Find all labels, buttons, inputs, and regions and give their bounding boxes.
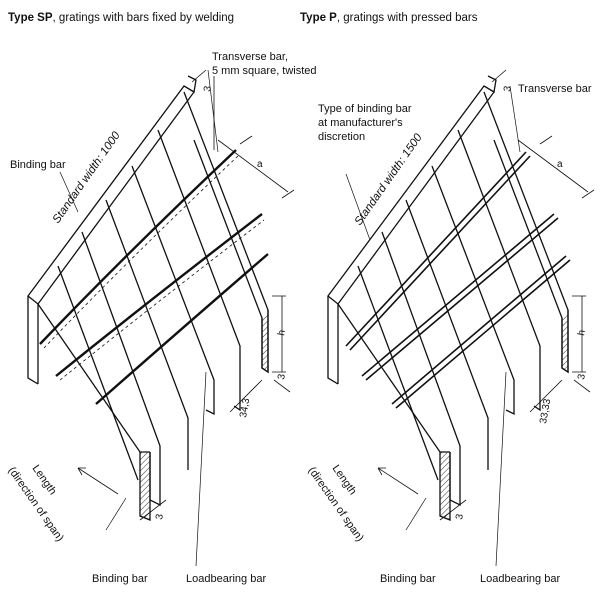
p-transverse-label: Transverse bar — [518, 83, 592, 95]
grating-type-p — [327, 69, 595, 567]
p-dim-h: h — [576, 329, 588, 336]
grating-type-sp — [27, 69, 295, 567]
sp-binding-bar-top-label: Binding bar — [10, 159, 66, 171]
p-loadbearing-bar-label: Loadbearing bar — [480, 573, 560, 585]
p-binding-type-label-1: Type of binding bar — [318, 103, 412, 115]
sp-standard-width-label: Standard width: 1000 — [51, 129, 124, 225]
heading-type-sp-bold: Type SP — [8, 12, 53, 24]
heading-type-sp-rest: , gratings with bars fixed by welding — [52, 12, 235, 24]
sp-transverse-label-1: Transverse bar, — [212, 51, 288, 63]
heading-type-p: Type P, gratings with pressed bars — [300, 12, 477, 24]
sp-dim-3-right: 3 — [276, 373, 288, 381]
sp-transverse-bars — [39, 149, 269, 405]
p-binding-type-label-2: at manufacturer's — [318, 117, 403, 129]
heading-type-p-bold: Type P — [300, 12, 337, 24]
p-dimension-lines — [439, 69, 595, 521]
p-dim-3-right: 3 — [576, 373, 588, 381]
p-dim-pitch: 33,33 — [538, 398, 553, 425]
sp-dimension-lines — [139, 69, 295, 521]
p-dim-3-bottom: 3 — [454, 513, 466, 521]
p-dim-a: a — [557, 159, 563, 170]
p-dim-3-top: 3 — [502, 85, 514, 93]
p-binding-type-label-3: discretion — [318, 131, 365, 143]
p-binding-bar-bottom-label: Binding bar — [380, 573, 436, 585]
sp-dim-a: a — [257, 159, 263, 170]
sp-loadbearing-bar-label: Loadbearing bar — [186, 573, 266, 585]
p-transverse-bars — [345, 151, 571, 409]
sp-dim-3-bottom: 3 — [154, 513, 166, 521]
sp-dim-h: h — [276, 329, 288, 336]
sp-dim-3-top: 3 — [202, 85, 214, 93]
sp-dim-pitch: 34,3 — [238, 397, 252, 419]
heading-type-sp: Type SP, gratings with bars fixed by wel… — [8, 12, 234, 24]
sp-binding-bar-bottom-label: Binding bar — [92, 573, 148, 585]
heading-type-p-rest: , gratings with pressed bars — [336, 12, 478, 24]
sp-transverse-label-2: 5 mm square, twisted — [212, 65, 317, 77]
